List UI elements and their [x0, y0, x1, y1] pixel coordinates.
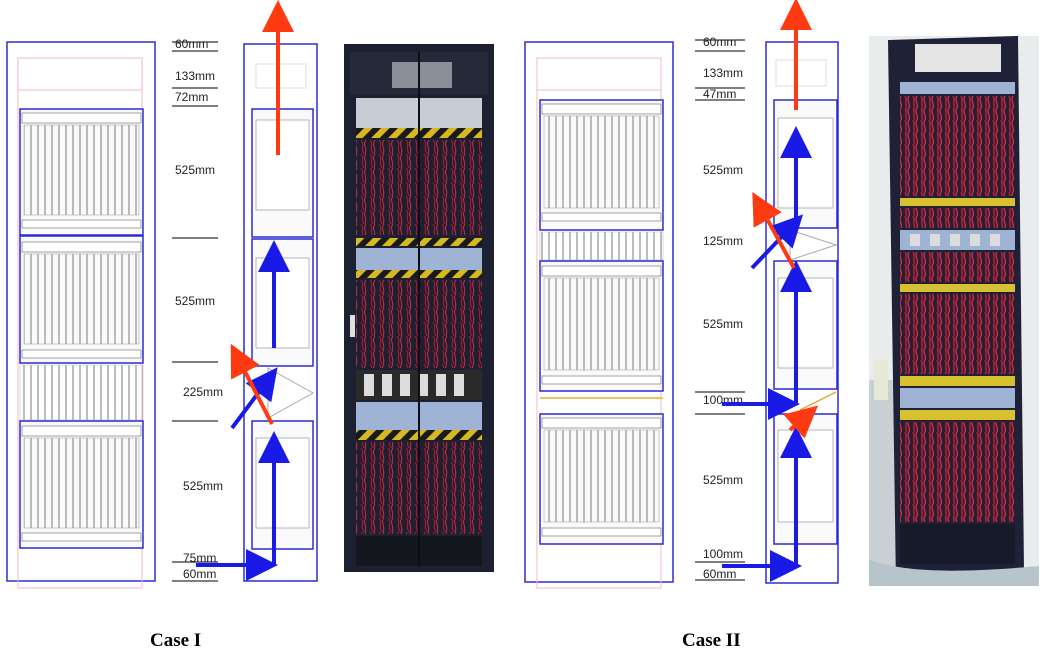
- dim-label: 133mm: [175, 69, 215, 83]
- case-2-rack-front-view: [524, 41, 674, 589]
- case-1-dimension-lines: [172, 41, 218, 582]
- dim-label: 525mm: [183, 479, 223, 493]
- dim-label: 47mm: [703, 87, 736, 101]
- dim-label: 525mm: [175, 294, 215, 308]
- dim-label: 525mm: [703, 163, 743, 177]
- hot-air-lower-baffle-arrow: [783, 405, 819, 439]
- dim-label: 525mm: [175, 163, 215, 177]
- dim-label: 100mm: [703, 547, 743, 561]
- case-1-airflow-arrows: [196, 0, 294, 581]
- case-1-dimension-labels: 60mm 133mm 72mm 525mm 525mm 225mm 525mm …: [175, 37, 223, 581]
- case-1-rack-front-view: [6, 41, 156, 589]
- case-2-rack-photo: [869, 36, 1039, 586]
- case-2-caption: Case II: [682, 630, 741, 651]
- case-1-caption: Case I: [150, 630, 202, 651]
- dim-label: 75mm: [183, 551, 216, 565]
- dim-label: 60mm: [703, 567, 736, 581]
- dim-label: 60mm: [703, 35, 736, 49]
- dim-label: 60mm: [175, 37, 208, 51]
- case-1-group: 60mm 133mm 72mm 525mm 525mm 225mm 525mm …: [6, 0, 499, 589]
- dim-label: 72mm: [175, 90, 208, 104]
- hot-air-upper-baffle-arrow: [752, 191, 796, 269]
- case-2-rack-side-view: [765, 41, 839, 584]
- dim-label: 133mm: [703, 66, 743, 80]
- case-1-rack-photo: [336, 42, 499, 587]
- hot-air-baffle-arrow: [230, 343, 274, 425]
- dim-label: 125mm: [703, 234, 743, 248]
- case-2-group: 60mm 133mm 47mm 525mm 125mm 525mm 100mm …: [524, 0, 1039, 589]
- dim-label: 225mm: [183, 385, 223, 399]
- dim-label: 525mm: [703, 317, 743, 331]
- case-1-rack-side-view: [243, 43, 318, 582]
- cold-air-baffle-arrow: [230, 367, 278, 430]
- dim-label: 525mm: [703, 473, 743, 487]
- case-2-dimension-lines: [695, 39, 745, 581]
- dim-label: 60mm: [183, 567, 216, 581]
- case-2-dimension-labels: 60mm 133mm 47mm 525mm 125mm 525mm 100mm …: [703, 35, 743, 581]
- case-2-airflow-arrows: [722, 0, 819, 582]
- cold-air-upper-baffle-arrow: [750, 214, 804, 270]
